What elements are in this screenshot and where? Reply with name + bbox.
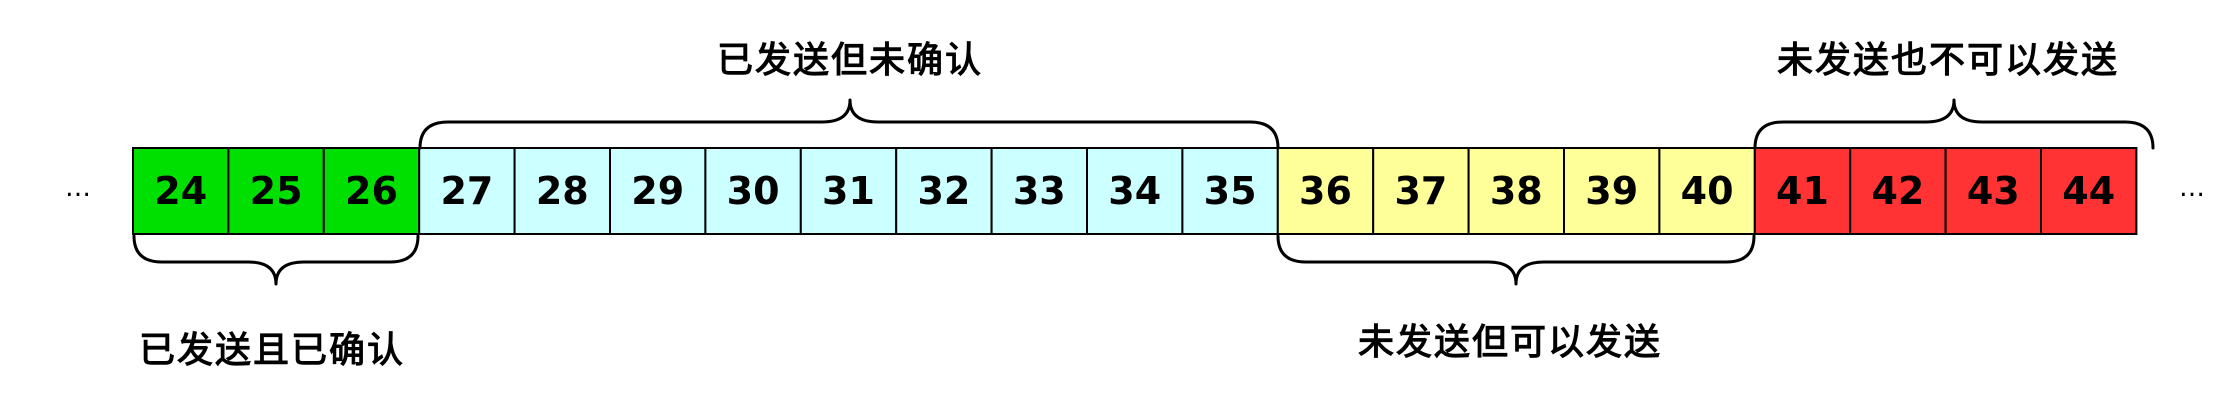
label-sent-unacked: 已发送但未确认	[717, 40, 983, 81]
sequence-cell-41: 41	[1753, 147, 1852, 235]
sequence-cell-box	[1944, 147, 2042, 235]
ellipsis-right: …	[2179, 173, 2205, 203]
sequence-cell-27: 27	[418, 147, 516, 235]
sequence-cell-box	[799, 147, 898, 235]
sequence-cell-box	[132, 147, 230, 235]
sequence-number: 31	[822, 169, 875, 213]
brace-not-sendable	[1753, 98, 2155, 150]
sequence-number: 27	[440, 169, 493, 213]
sequence-number: 33	[1013, 169, 1066, 213]
sequence-number: 42	[1871, 169, 1924, 213]
sequence-number: 35	[1204, 169, 1257, 213]
sequence-cell-29: 29	[609, 147, 707, 235]
sequence-cell-28: 28	[513, 147, 611, 235]
sequence-cell-38: 38	[1467, 147, 1565, 235]
sequence-cell-39: 39	[1563, 147, 1661, 235]
sequence-number: 28	[536, 169, 589, 213]
sequence-cell-33: 33	[990, 147, 1088, 235]
brace-sent-acked	[132, 234, 420, 286]
sequence-number: 43	[1967, 169, 2020, 213]
sequence-cell-box	[1753, 147, 1852, 235]
sequence-cell-25: 25	[227, 147, 325, 235]
sequence-cell-34: 34	[1086, 147, 1184, 235]
sequence-number: 41	[1776, 169, 1829, 213]
sequence-number: 44	[2062, 169, 2115, 213]
sequence-cells: 24 25 26 27 28 29 30 31 32 33 34 35 36 37 38 39 40 41 42 43…	[132, 147, 2138, 235]
label-sendable: 未发送但可以发送	[1358, 322, 1662, 363]
sequence-cell-36: 36	[1276, 147, 1375, 235]
sequence-number: 37	[1394, 169, 1447, 213]
sequence-number: 26	[345, 169, 398, 213]
sequence-cell-box	[895, 147, 993, 235]
sequence-number: 32	[917, 169, 970, 213]
sequence-cell-42: 42	[1849, 147, 1947, 235]
sequence-cell-box	[1563, 147, 1661, 235]
sequence-number: 40	[1681, 169, 1734, 213]
label-sent-acked: 已发送且已确认	[139, 330, 405, 371]
sequence-cell-box	[227, 147, 325, 235]
brace-sendable	[1276, 234, 1756, 286]
sequence-number: 38	[1490, 169, 1543, 213]
sequence-cell-37: 37	[1372, 147, 1470, 235]
ellipsis-left: …	[65, 173, 91, 203]
sequence-cell-30: 30	[704, 147, 802, 235]
sequence-cell-box	[1849, 147, 1947, 235]
sequence-cell-43: 43	[1944, 147, 2042, 235]
sequence-number: 24	[154, 169, 207, 213]
sequence-number: 29	[631, 169, 684, 213]
sequence-cell-box	[1181, 147, 1279, 235]
brace-sent-unacked	[418, 98, 1280, 150]
sequence-number: 36	[1299, 169, 1352, 213]
sequence-cell-35: 35	[1181, 147, 1279, 235]
sequence-cell-24: 24	[132, 147, 230, 235]
sequence-cell-box	[609, 147, 707, 235]
sequence-cell-26: 26	[322, 147, 421, 235]
sequence-cell-31: 31	[799, 147, 898, 235]
sequence-cell-box	[2040, 147, 2138, 235]
sequence-number: 25	[250, 169, 303, 213]
sequence-cell-box	[513, 147, 611, 235]
sequence-cell-40: 40	[1658, 147, 1756, 235]
sequence-cell-box	[1372, 147, 1470, 235]
sequence-cell-box	[1658, 147, 1756, 235]
sequence-number: 34	[1108, 169, 1161, 213]
sequence-number: 30	[727, 169, 780, 213]
sequence-cell-box	[322, 147, 421, 235]
sequence-cell-44: 44	[2040, 147, 2138, 235]
sequence-number: 39	[1585, 169, 1638, 213]
sequence-cell-box	[704, 147, 802, 235]
sequence-cell-box	[1276, 147, 1375, 235]
sequence-cell-32: 32	[895, 147, 993, 235]
sequence-cell-box	[990, 147, 1088, 235]
label-not-sendable: 未发送也不可以发送	[1777, 40, 2119, 81]
